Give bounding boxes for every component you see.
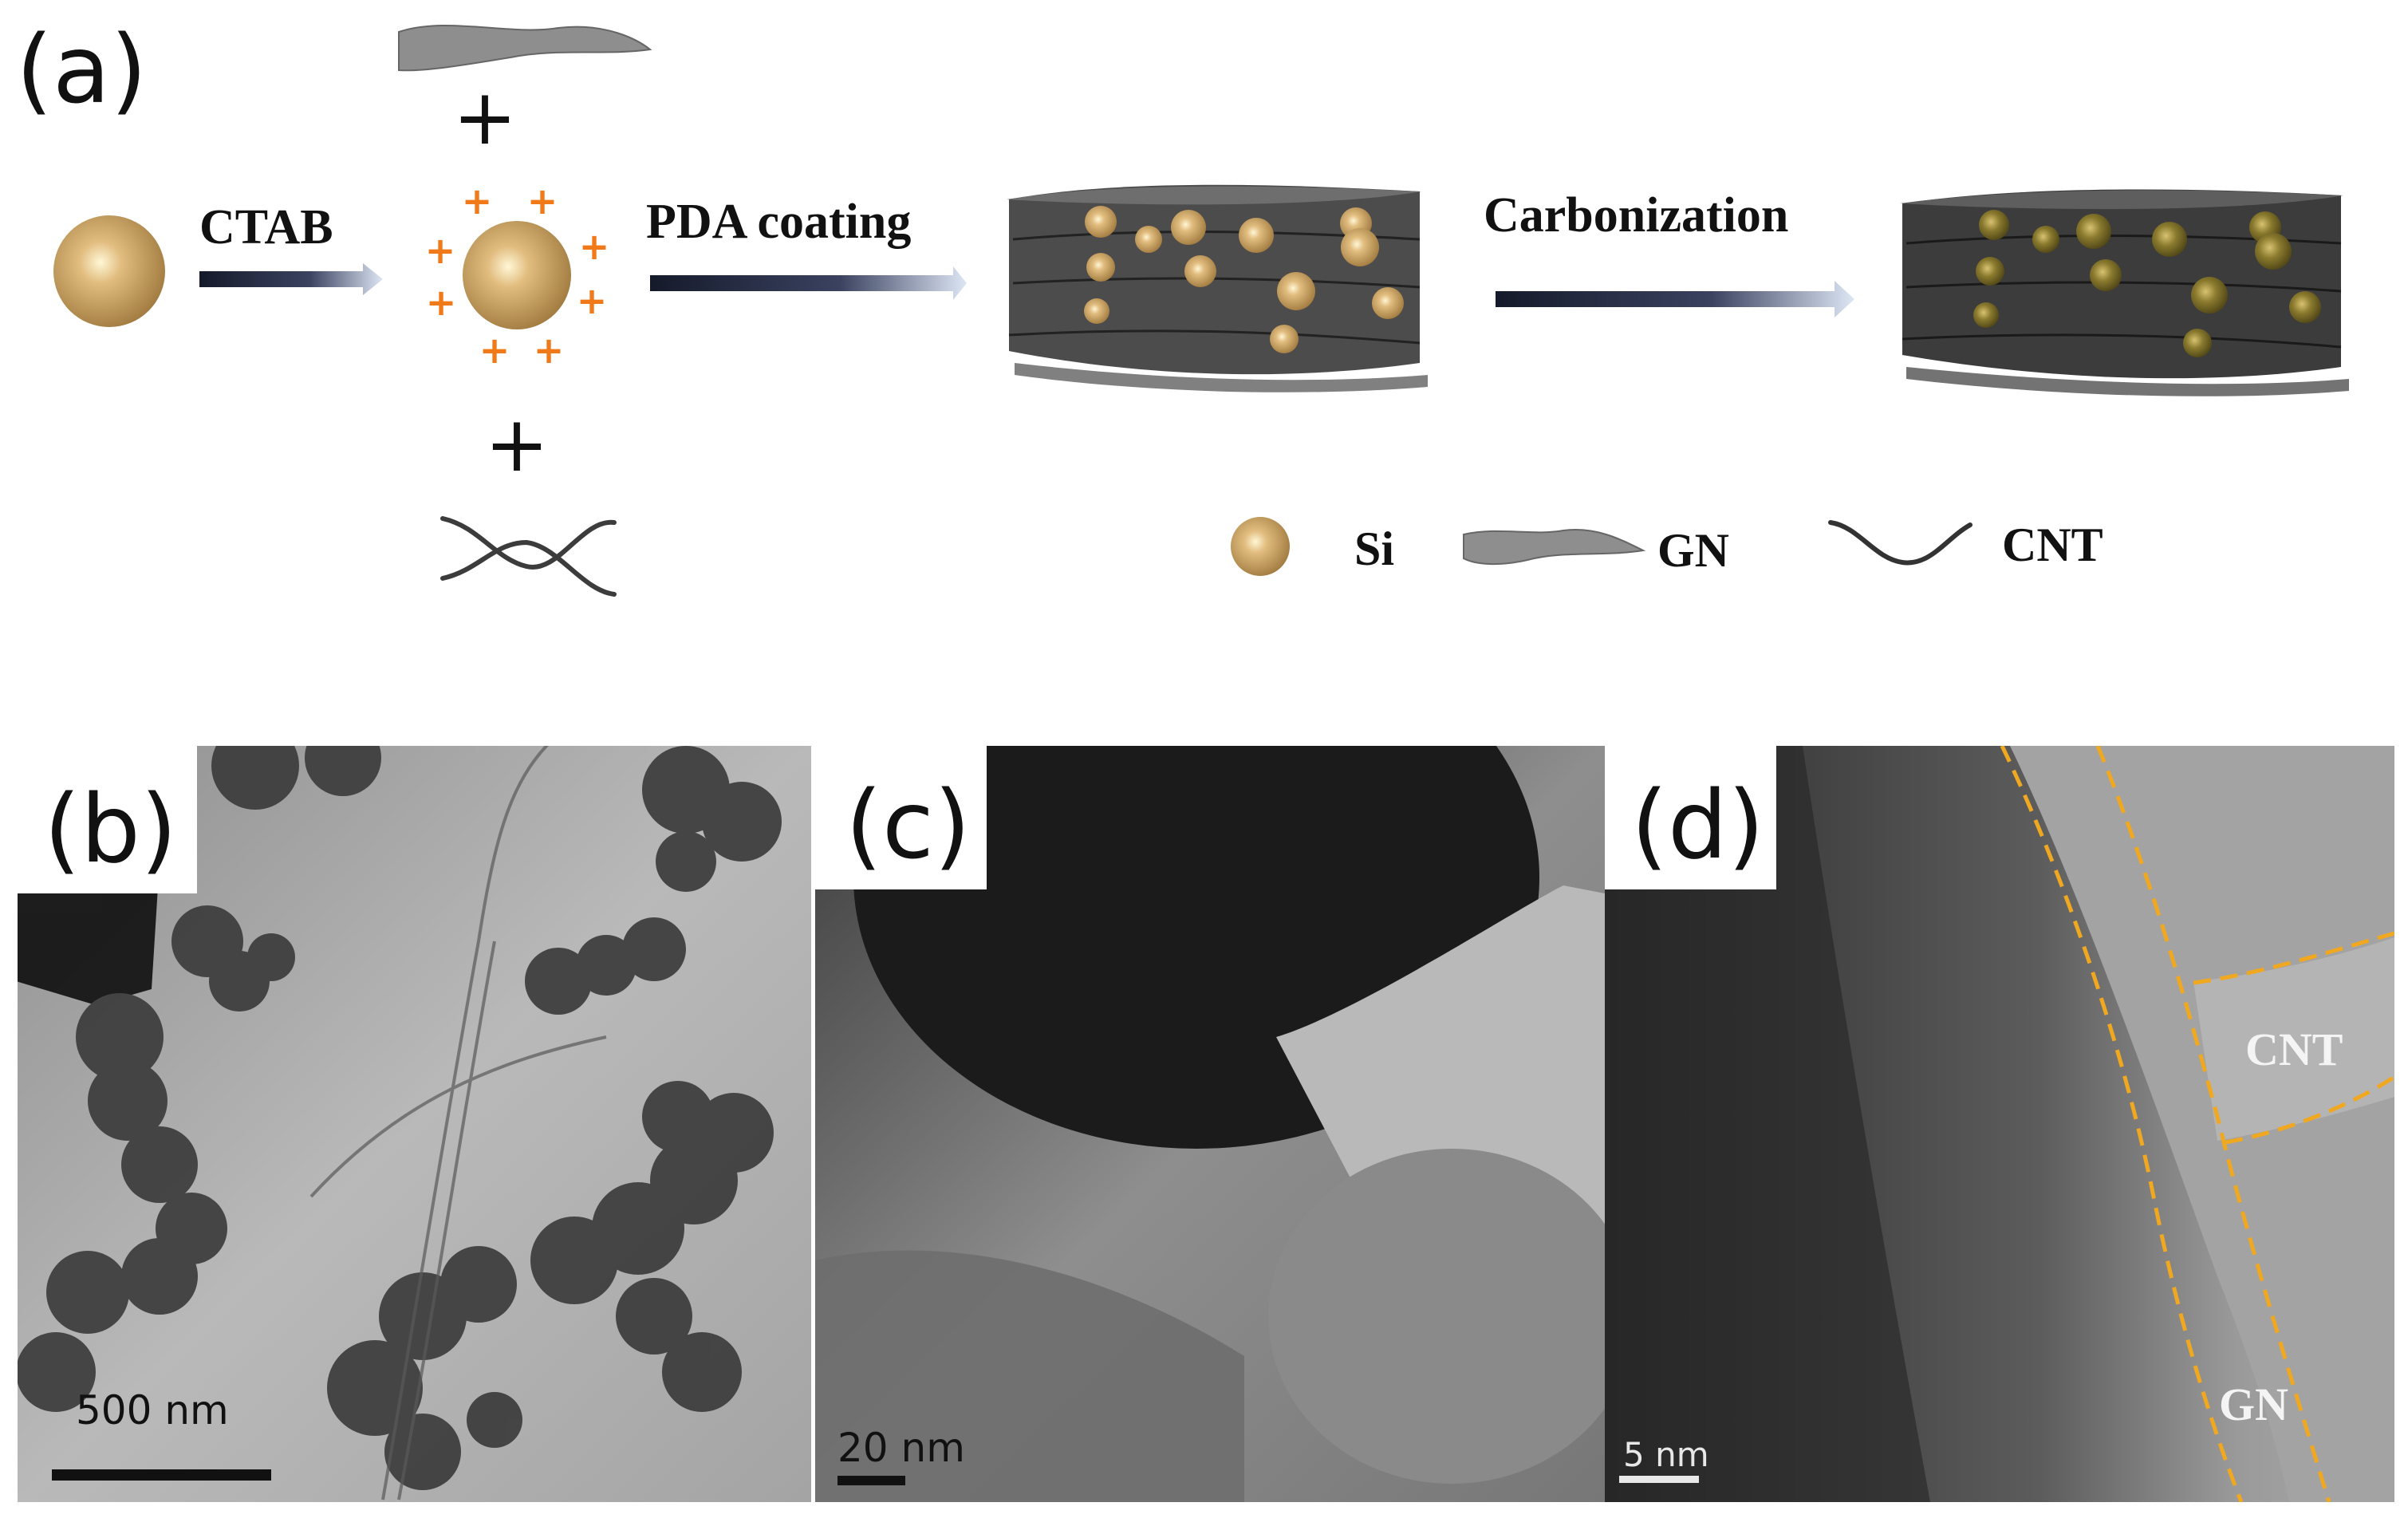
- panel-a: (a) CTAB + + + + + + + + + + PDA coating: [16, 14, 2349, 597]
- cnt-strands-b: [309, 746, 607, 1500]
- scale-bar-b: [52, 1469, 271, 1481]
- plus-sign-bottom: +: [485, 400, 549, 489]
- hrtem-regions-d: [1605, 746, 2394, 1502]
- svg-text:+: +: [479, 329, 510, 372]
- graphene-sheet-legend-icon: [1463, 529, 1646, 566]
- step-ctab-label: CTAB: [199, 200, 333, 254]
- panel-c: (c) 20 nm: [815, 746, 1605, 1502]
- panel-c-label: (c): [845, 770, 971, 880]
- legend-si-label: Si: [1354, 522, 1394, 575]
- scale-bar-c-label: 20 nm: [837, 1425, 965, 1471]
- panel-d: (d) CNT GN 5 nm: [1605, 746, 2394, 1502]
- plus-sign-top: +: [453, 73, 517, 162]
- legend: Si GN CNT: [1231, 517, 2103, 577]
- si-particle-icon: [53, 215, 165, 327]
- si-sphere-icon: [1231, 517, 1290, 576]
- svg-text:+: +: [534, 329, 565, 372]
- graphene-sheet-icon: [398, 25, 652, 72]
- panel-d-label: (d): [1631, 770, 1764, 880]
- carbon-nanotube-icon: [440, 516, 617, 597]
- arrow-carbonization-icon: [1496, 281, 1854, 317]
- step-carbonization-label: Carbonization: [1484, 188, 1788, 243]
- annotation-gn: GN: [2219, 1378, 2288, 1430]
- svg-text:+: +: [579, 225, 610, 268]
- si-clusters-b: [18, 746, 782, 1490]
- carbon-nanotube-legend-icon: [1828, 520, 1973, 566]
- svg-text:+: +: [425, 229, 456, 272]
- legend-gn-label: GN: [1657, 524, 1729, 577]
- charged-si-particle-icon: [463, 221, 571, 329]
- scale-bar-d: [1619, 1476, 1699, 1483]
- panel-b-label: (b): [44, 774, 177, 884]
- si-particles-carbonized: [1973, 210, 2321, 357]
- carbonized-composite: [1900, 189, 2343, 379]
- graphene-bottom-layer: [1015, 363, 1428, 392]
- panel-a-label: (a): [16, 14, 147, 124]
- svg-text:+: +: [577, 279, 608, 322]
- arrow-pda-icon: [650, 266, 967, 300]
- scale-bar-c: [837, 1476, 905, 1485]
- particles-c: [815, 746, 1605, 1502]
- annotation-cnt: CNT: [2245, 1023, 2343, 1075]
- boundary-lines-d: [2000, 746, 2394, 1502]
- svg-text:+: +: [527, 179, 558, 223]
- step-pda-label: PDA coating: [646, 195, 911, 249]
- panel-c-label-box: [815, 746, 987, 889]
- positive-charges: + + + + + + + +: [425, 179, 610, 372]
- legend-cnt-label: CNT: [2002, 519, 2103, 571]
- scale-bar-b-label: 500 nm: [76, 1387, 229, 1433]
- arrow-ctab-icon: [199, 263, 383, 295]
- panel-d-label-box: [1605, 746, 1776, 889]
- svg-text:+: +: [426, 281, 457, 324]
- graphene-bottom-layer-carbonized: [1906, 367, 2349, 396]
- scale-bar-d-label: 5 nm: [1623, 1435, 1709, 1474]
- si-particles-coated: [1084, 206, 1404, 353]
- panel-b: (b) 500 nm: [18, 746, 811, 1502]
- svg-text:+: +: [462, 179, 493, 223]
- panel-b-label-box: [18, 746, 197, 893]
